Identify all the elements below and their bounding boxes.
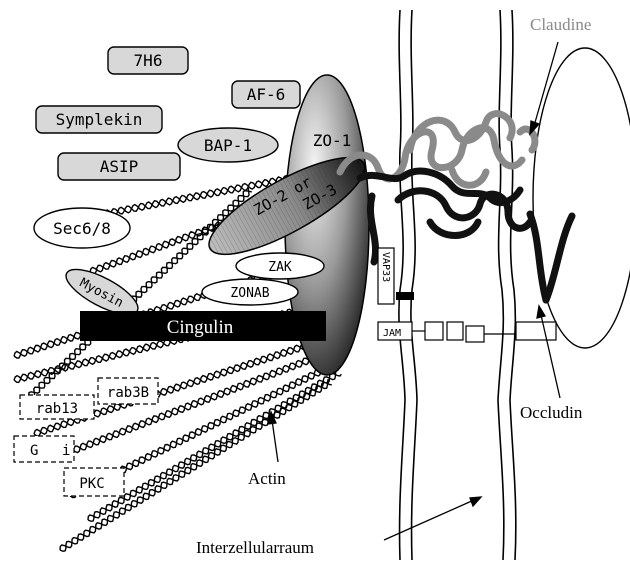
- cingulin-bar: Cingulin: [80, 311, 326, 341]
- label-rab3b: rab3B: [107, 385, 149, 401]
- vap33-box: VAP33: [378, 248, 414, 304]
- interzellularraum-label: Interzellularraum: [196, 538, 314, 557]
- ellipse-zak: ZAK: [236, 253, 324, 279]
- vap33-anchor: [396, 292, 414, 300]
- label-asip: ASIP: [100, 157, 139, 176]
- claudine-label: Claudine: [530, 15, 591, 34]
- ellipse-zonab: ZONAB: [202, 279, 298, 305]
- cell-membranes: [399, 10, 516, 560]
- claudine-arrow: [534, 42, 558, 126]
- zo1-label: ZO-1: [313, 131, 352, 150]
- ellipse-bap1: BAP-1: [178, 128, 278, 162]
- label-gi: i: [62, 443, 70, 459]
- label-zonab: ZONAB: [230, 286, 269, 301]
- label-pkc: PKC: [79, 476, 104, 492]
- label-jam: JAM: [383, 328, 401, 339]
- label-7h6: 7H6: [134, 51, 163, 70]
- occludin-label: Occludin: [520, 403, 583, 422]
- label-rab13: rab13: [36, 401, 78, 417]
- actin-strand: [54, 350, 335, 460]
- label-sec68: Sec6/8: [53, 219, 111, 238]
- label-bap1: BAP-1: [204, 136, 252, 155]
- actin-arrow: [272, 420, 278, 462]
- label-cingulin: Cingulin: [167, 317, 234, 338]
- actin-label: Actin: [248, 469, 286, 488]
- box-7h6: 7H6: [108, 47, 188, 74]
- jam-chain: [378, 322, 556, 342]
- box-asip: ASIP: [58, 153, 180, 180]
- label-g: G: [30, 443, 38, 459]
- box-af6: AF-6: [232, 81, 300, 108]
- label-zak: ZAK: [268, 260, 292, 275]
- label-af6: AF-6: [247, 85, 286, 104]
- interzellular-arrow: [384, 500, 474, 540]
- box-symplekin: Symplekin: [36, 106, 162, 133]
- ellipse-sec68: Sec6/8: [34, 208, 130, 248]
- label-symplekin: Symplekin: [56, 110, 143, 129]
- label-vap33: VAP33: [380, 252, 391, 282]
